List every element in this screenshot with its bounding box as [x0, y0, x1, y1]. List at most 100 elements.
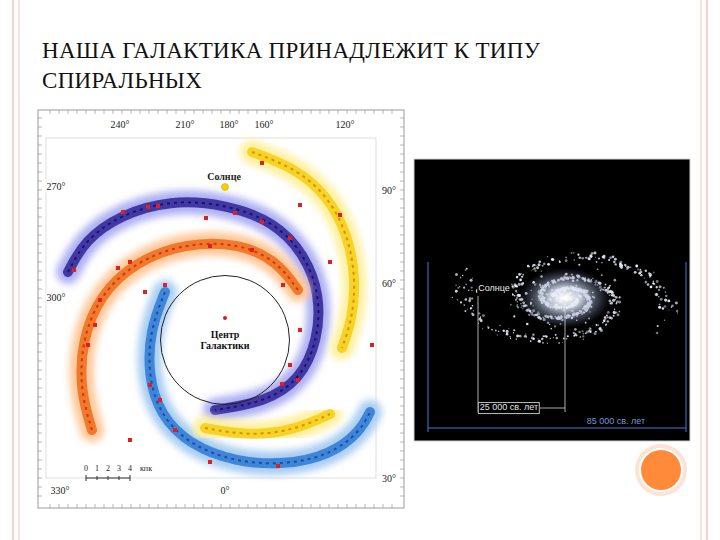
star [553, 337, 554, 338]
angle-label: 160° [254, 119, 275, 130]
star [601, 274, 603, 276]
frame-tick [400, 388, 404, 389]
star [585, 257, 587, 259]
frame-tick [400, 235, 404, 236]
scale-bar [119, 476, 120, 480]
star [594, 332, 597, 335]
star [467, 309, 468, 310]
frame-tick [140, 504, 141, 508]
star [644, 277, 645, 278]
star [609, 256, 612, 259]
star [578, 264, 580, 266]
frame-tick [400, 172, 404, 173]
star [542, 342, 544, 344]
star [503, 330, 505, 332]
star [531, 336, 534, 339]
frame-tick [400, 217, 404, 218]
sun-label: Солнце [477, 284, 511, 294]
star [527, 265, 530, 268]
star [522, 274, 524, 276]
frame-tick [38, 172, 42, 173]
dimension-line [686, 262, 687, 432]
star [593, 252, 596, 255]
frame-tick [302, 110, 303, 114]
frame-tick [203, 504, 204, 508]
star [656, 286, 658, 288]
star [531, 270, 532, 271]
star [542, 265, 544, 267]
star [629, 266, 631, 268]
frame-tick [400, 442, 404, 443]
star [495, 330, 497, 332]
frame-tick [365, 504, 366, 508]
star [532, 266, 534, 268]
star [608, 259, 610, 261]
star [589, 255, 592, 258]
star [563, 338, 565, 340]
frame-tick [356, 504, 357, 508]
frame-tick [329, 504, 330, 508]
frame-tick [149, 110, 150, 114]
star [558, 342, 560, 344]
star [605, 324, 607, 326]
star [637, 269, 639, 271]
frame-tick [239, 504, 240, 508]
frame-tick [185, 504, 186, 508]
star [565, 256, 567, 258]
frame-tick [329, 110, 330, 114]
frame-tick [176, 504, 177, 508]
star [559, 261, 561, 263]
star [657, 325, 659, 327]
star [457, 299, 459, 301]
star [577, 254, 579, 256]
star [545, 335, 546, 336]
star [459, 286, 461, 288]
star [471, 286, 473, 288]
star [617, 313, 620, 316]
frame-tick [38, 397, 42, 398]
spiral-arm [149, 292, 370, 463]
scale-bar [108, 476, 109, 480]
star-cluster [298, 328, 302, 332]
star [612, 256, 614, 258]
star [550, 338, 551, 339]
star [653, 272, 655, 274]
frame-tick [400, 424, 404, 425]
star [602, 322, 604, 324]
angle-label: 60° [381, 278, 397, 289]
frame-tick [239, 110, 240, 114]
frame-tick [104, 504, 105, 508]
star [607, 316, 609, 318]
star [583, 333, 585, 335]
star [595, 257, 596, 258]
star [513, 283, 516, 286]
star [613, 311, 616, 314]
star [464, 304, 465, 305]
star [663, 287, 665, 289]
star [649, 274, 652, 277]
star [538, 261, 540, 263]
frame-tick [38, 442, 42, 443]
frame-tick [400, 127, 404, 128]
angle-label: 0° [220, 485, 231, 496]
frame-tick [338, 504, 339, 508]
star [573, 252, 575, 254]
scale-bar [97, 476, 98, 480]
star [465, 284, 467, 286]
frame-tick [38, 469, 42, 470]
star [565, 259, 568, 262]
frame-tick [257, 110, 258, 114]
star [470, 308, 472, 310]
frame-tick [365, 110, 366, 114]
spiral-arm [252, 152, 354, 348]
frame-tick [38, 388, 42, 389]
star [573, 336, 574, 337]
star [567, 335, 569, 337]
star [516, 286, 517, 287]
frame-tick [86, 110, 87, 114]
star [566, 338, 568, 340]
frame-tick [400, 181, 404, 182]
star [664, 320, 665, 321]
frame-tick [158, 504, 159, 508]
